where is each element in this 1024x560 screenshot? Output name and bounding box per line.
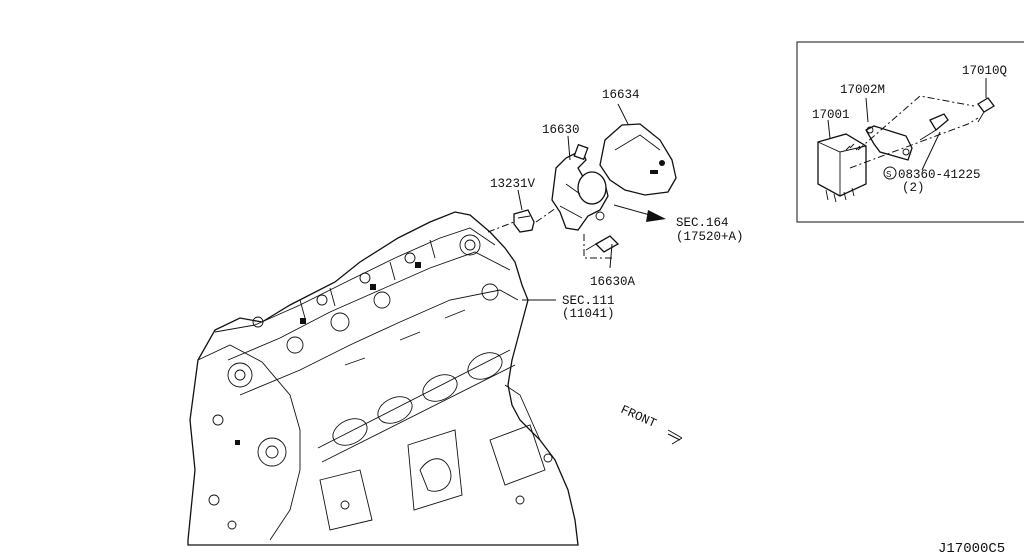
label-16630: 16630 <box>542 123 580 137</box>
part-16630a-bolt <box>585 235 620 253</box>
label-16634: 16634 <box>602 88 640 102</box>
label-08360: 08360-41225 <box>898 168 981 182</box>
label-sec164-sub: (17520+A) <box>676 230 744 244</box>
leader-lines <box>487 103 683 445</box>
label-front: FRONT <box>618 403 658 431</box>
screw-symbol-icon <box>883 166 897 180</box>
part-16630-fuel-pump <box>551 143 609 231</box>
screw-symbol-letter: S <box>886 170 891 180</box>
inset-frame <box>796 41 1024 223</box>
diagram-code: J17000C5 <box>938 541 1005 557</box>
part-16634-cover <box>599 123 677 196</box>
label-13231v: 13231V <box>490 177 536 191</box>
label-08360-qty: (2) <box>902 181 925 195</box>
label-17010q: 17010Q <box>962 64 1007 78</box>
engine-cylinder-head <box>187 211 579 546</box>
label-17002m: 17002M <box>840 83 885 97</box>
part-13231v-seal <box>513 209 535 233</box>
label-16630a: 16630A <box>590 275 636 289</box>
inset-parts <box>817 78 995 203</box>
label-sec111: SEC.111 <box>562 294 615 308</box>
label-sec164: SEC.164 <box>676 216 729 230</box>
label-17001: 17001 <box>812 108 850 122</box>
label-sec111-sub: (11041) <box>562 307 615 321</box>
